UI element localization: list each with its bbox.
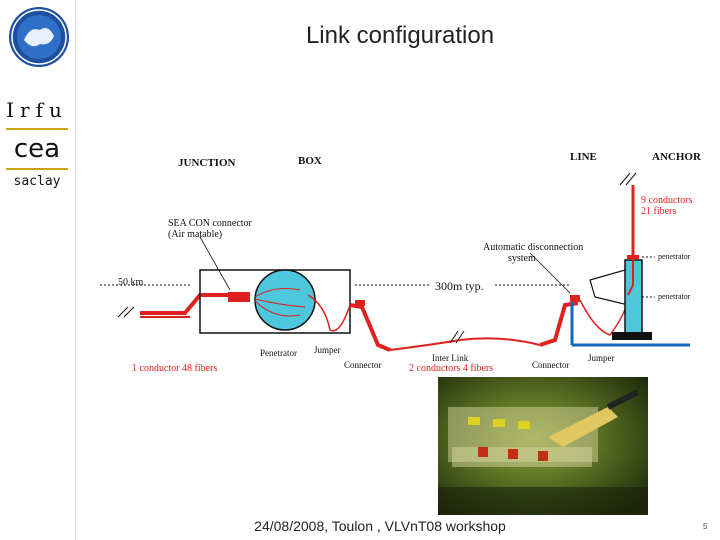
junction-label: JUNCTION <box>178 157 236 169</box>
auto-disconnect-label: Automatic disconnection <box>483 242 584 253</box>
junction-box-sphere <box>254 269 316 331</box>
seacon-sublabel: (Air matable) <box>168 229 223 240</box>
anchor-fibers-label: 21 fibers <box>641 206 677 217</box>
connector-box-label: Connector <box>344 360 382 370</box>
irfu-cea-saclay-logo: Irfu cea saclay <box>6 98 68 198</box>
main-cable <box>140 293 230 315</box>
slide-footer: 24/08/2008, Toulon , VLVnT08 workshop <box>254 518 506 534</box>
logo-divider <box>6 128 68 130</box>
diagram-drawing <box>100 172 690 352</box>
inter-link-label: Inter Link <box>432 353 469 363</box>
auto-disconnect-sublabel: system <box>508 253 536 264</box>
anchor-conductors-label: 9 conductors <box>641 195 693 206</box>
sidebar: Irfu cea saclay <box>0 0 76 540</box>
link-length-label: 300m typ. <box>435 279 484 293</box>
box-label: BOX <box>298 155 322 167</box>
box-connector-cable <box>349 303 391 352</box>
link-cable-label: 2 conductors 4 fibers <box>409 363 494 374</box>
seacon-label: SEA CON connector <box>168 218 252 229</box>
penetrator-box-label: Penetrator <box>260 348 297 358</box>
anchor-label: ANCHOR <box>652 151 701 163</box>
box-jumper <box>307 294 351 332</box>
junction-box-outline <box>199 269 351 334</box>
anchor-base <box>612 332 652 340</box>
main-cable-label: 1 conductor 48 fibers <box>132 363 218 374</box>
line-label: LINE <box>570 151 597 163</box>
slide-title: Link configuration <box>305 22 495 49</box>
lab-name: Irfu <box>6 98 68 122</box>
disconnect-frame <box>589 269 629 306</box>
connector-line-label: Connector <box>532 360 570 370</box>
seacon-connector <box>228 292 250 302</box>
antares-logo-icon <box>9 7 69 67</box>
penetrator-upper-label: penetrator <box>658 252 691 261</box>
auto-disconnect-connector <box>570 295 580 302</box>
underwater-rov-photo <box>438 377 648 515</box>
site-name: saclay <box>13 174 61 189</box>
line-jumper <box>579 294 631 336</box>
inter-link-cable <box>389 337 541 351</box>
logo-divider <box>6 168 68 170</box>
org-name: cea <box>13 134 61 164</box>
page-number: 5 <box>703 522 708 531</box>
penetrator-lower-label: penetrator <box>658 292 691 301</box>
jumper-line-label: Jumper <box>588 353 615 363</box>
distance-label: 50 km <box>118 277 144 288</box>
jumper-box-label: Jumper <box>314 345 341 355</box>
link-diagram: JUNCTION BOX LINE ANCHOR SEA CON connect… <box>100 145 720 385</box>
